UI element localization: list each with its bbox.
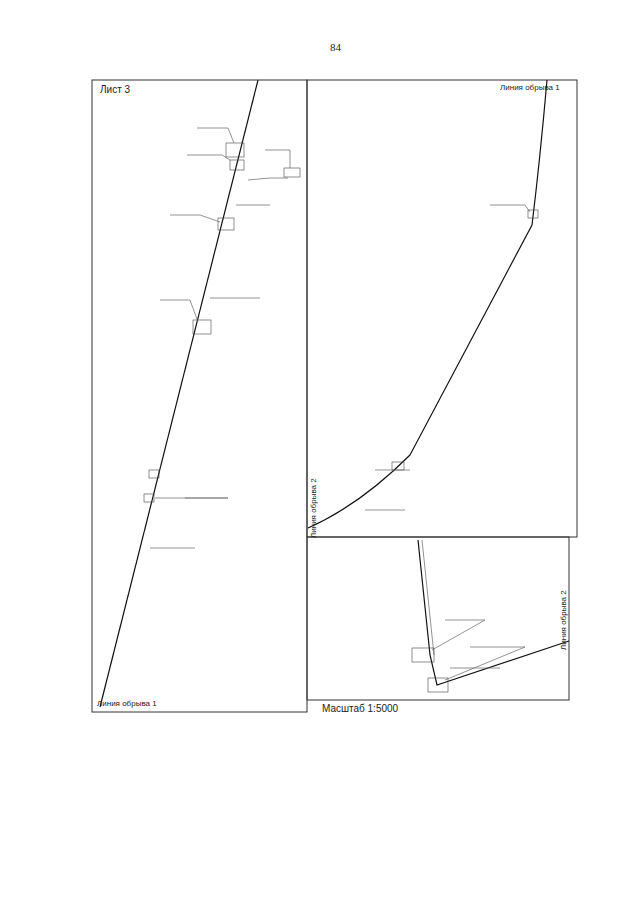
route-line bbox=[422, 540, 434, 655]
scale-note: Масштаб 1:5000 bbox=[322, 703, 398, 714]
sheet-frame bbox=[92, 80, 307, 712]
sheet-label: Линия обрыва 1 bbox=[500, 84, 560, 93]
route-line bbox=[418, 540, 569, 685]
page-number: 84 bbox=[330, 41, 341, 53]
sheet-label: Линия обрыва 2 bbox=[560, 590, 569, 650]
route-line bbox=[308, 80, 547, 528]
route-line bbox=[100, 80, 258, 707]
inset-frame bbox=[307, 537, 569, 700]
plot-clusters bbox=[144, 143, 538, 692]
sheet-label: Линия обрыва 1 bbox=[97, 700, 157, 709]
sheet-label: Линия обрыва 2 bbox=[310, 478, 319, 538]
leader-lines bbox=[150, 128, 530, 680]
inset-frame bbox=[307, 80, 577, 537]
sheet-label: Лист 3 bbox=[100, 84, 130, 95]
